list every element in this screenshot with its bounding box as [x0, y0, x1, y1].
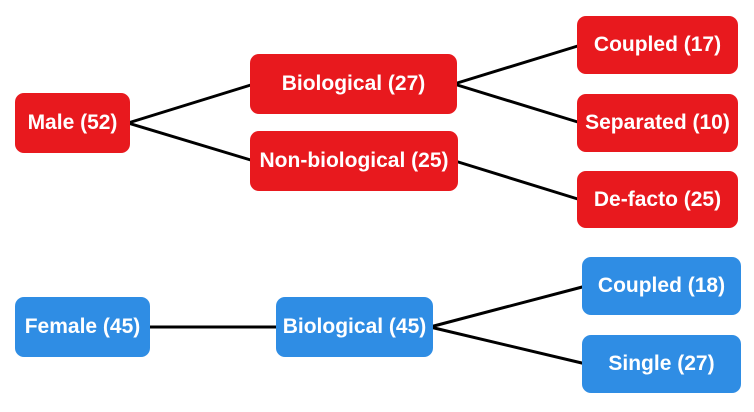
node-female-biological-label: Biological (45) — [282, 315, 427, 338]
node-male-defacto: De-facto (25) — [577, 171, 738, 228]
node-male-nonbiological: Non-biological (25) — [250, 131, 458, 191]
node-male-biological-label: Biological (27) — [281, 72, 426, 95]
node-male-coupled: Coupled (17) — [577, 16, 738, 74]
node-male-coupled-label: Coupled (17) — [593, 33, 722, 56]
node-male: Male (52) — [15, 93, 130, 153]
edge-nonbiological-to-defacto — [453, 159, 583, 202]
edge-male-to-nonbiological — [126, 121, 256, 163]
edge-biological-to-separated — [452, 82, 583, 125]
node-female: Female (45) — [15, 297, 150, 357]
node-male-label: Male (52) — [27, 111, 118, 134]
edge-fbiological-to-coupled — [428, 284, 588, 329]
node-male-defacto-label: De-facto (25) — [593, 187, 722, 211]
node-female-coupled-label: Coupled (18) — [597, 274, 726, 297]
node-male-biological: Biological (27) — [250, 54, 457, 114]
node-female-label: Female (45) — [24, 315, 141, 338]
edge-fbiological-to-single — [428, 325, 588, 366]
node-male-separated: Separated (10) — [577, 94, 738, 152]
node-female-biological: Biological (45) — [276, 297, 433, 357]
node-male-nonbiological-label: Non-biological (25) — [259, 149, 449, 172]
node-female-coupled: Coupled (18) — [582, 257, 741, 315]
edge-male-to-biological — [126, 82, 256, 125]
node-female-single-label: Single (27) — [608, 352, 715, 375]
node-female-single: Single (27) — [582, 335, 741, 393]
node-male-separated-label: Separated (10) — [585, 111, 730, 134]
edge-biological-to-coupled — [452, 43, 583, 86]
